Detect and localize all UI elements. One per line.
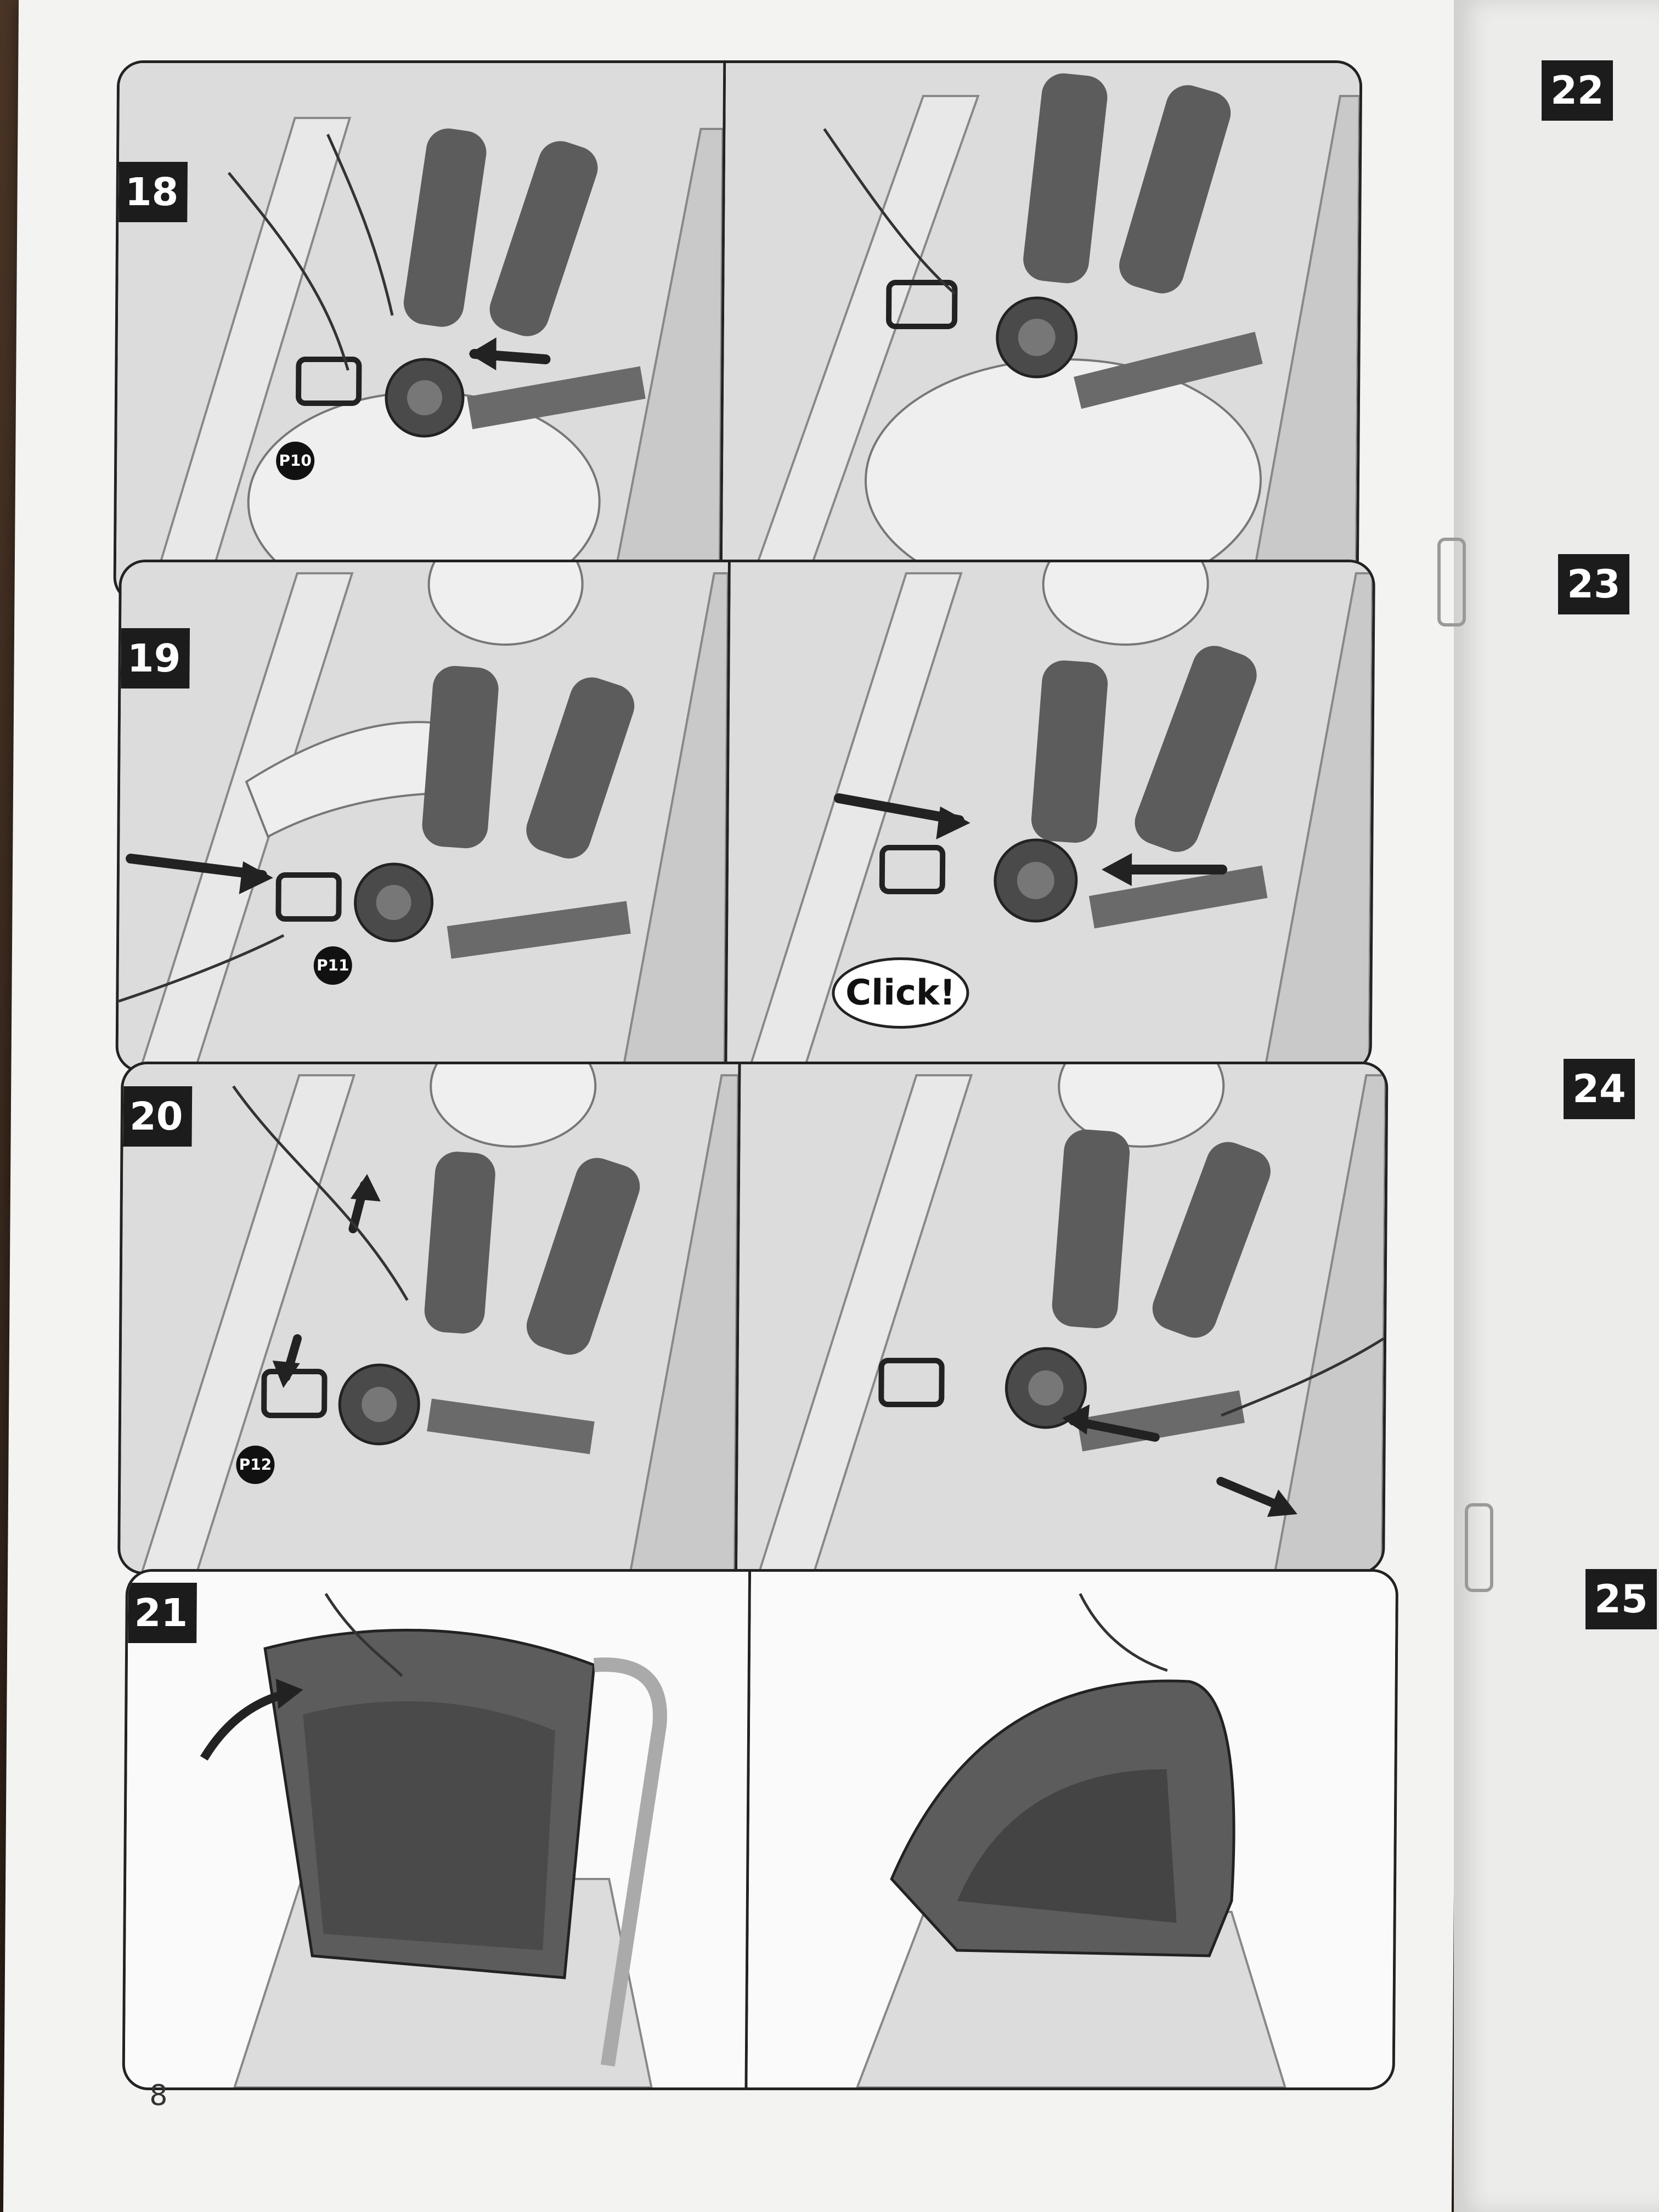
step-24-number: 24: [1564, 1059, 1635, 1119]
step-21-frame-b: [747, 1572, 1396, 2087]
step-18-illustration-b: [722, 63, 1360, 601]
step-23-number: 23: [1558, 554, 1629, 614]
step-18-number: 18: [116, 162, 188, 222]
click-bubble: Click!: [831, 957, 969, 1029]
step-19-frame-a: 19 P11: [118, 562, 728, 1070]
step-22-number: 22: [1542, 60, 1613, 121]
step-19-illustration-b: [727, 562, 1373, 1070]
page-number: 8: [149, 2079, 168, 2112]
step-19-panel: 19 P11 Click!: [115, 560, 1375, 1073]
next-page-edge: 22 23 24 25: [1454, 0, 1659, 2212]
staple-top: [1437, 538, 1466, 627]
step-20-callout-p12: P12: [236, 1446, 275, 1484]
step-25-number: 25: [1585, 1569, 1657, 1629]
step-18-illustration-a: [116, 63, 724, 601]
step-19-illustration-a: [118, 562, 728, 1070]
step-18-callout-p10: P10: [275, 442, 315, 480]
staple-bottom: [1465, 1503, 1493, 1592]
step-20-illustration-b: [737, 1064, 1386, 1572]
step-21-frame-a: 21: [125, 1572, 749, 2087]
step-19-callout-p11: P11: [313, 946, 353, 985]
step-18-frame-a: 18 P10: [116, 63, 724, 601]
step-21-illustration-b: [747, 1572, 1396, 2087]
step-19-number: 19: [118, 628, 190, 689]
step-18-panel: 18 P10: [113, 60, 1363, 603]
step-20-illustration-a: [120, 1064, 738, 1572]
step-19-frame-b: Click!: [727, 562, 1373, 1070]
step-18-frame-b: [722, 63, 1360, 601]
step-21-illustration-a: [125, 1572, 749, 2087]
step-20-panel: 20 P12: [117, 1062, 1389, 1575]
step-20-frame-a: 20 P12: [120, 1064, 738, 1572]
step-20-frame-b: [737, 1064, 1386, 1572]
manual-page: 18 P10: [3, 0, 1468, 2212]
step-21-number: 21: [125, 1583, 197, 1643]
step-20-number: 20: [120, 1086, 193, 1147]
step-21-panel: 21: [122, 1569, 1399, 2090]
